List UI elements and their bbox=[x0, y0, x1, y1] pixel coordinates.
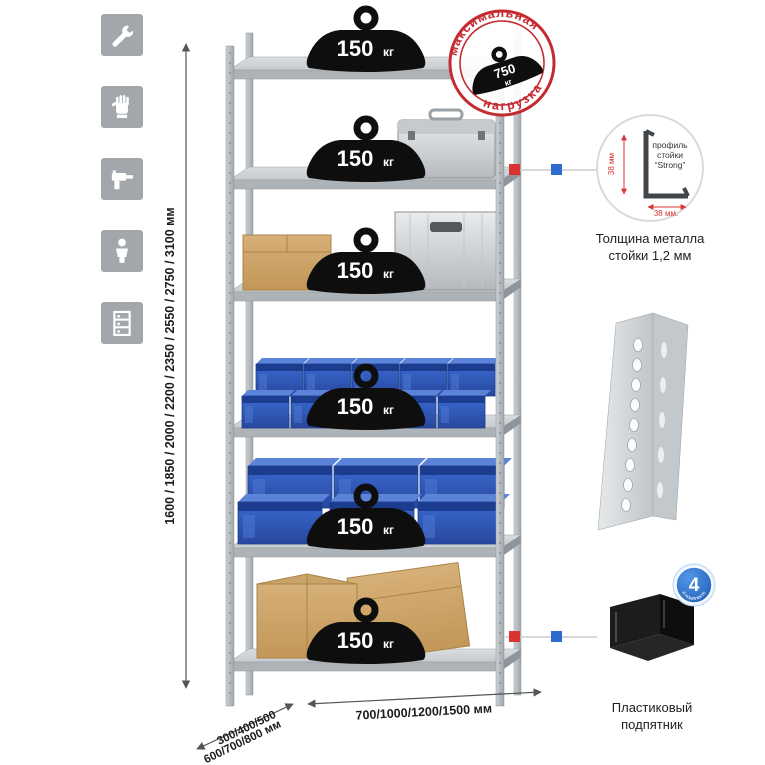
badge-number: 4 bbox=[689, 575, 700, 596]
shelf-load-unit: кг bbox=[383, 637, 394, 651]
foot-callout-line bbox=[505, 631, 597, 642]
badge-caption: в комплекте bbox=[680, 590, 707, 602]
shelf-load-weight: 150 кг bbox=[306, 597, 426, 664]
angle-post-image bbox=[597, 312, 689, 531]
shelf-load-unit: кг bbox=[383, 45, 394, 59]
drill-icon bbox=[101, 158, 143, 200]
height-dimension: 1600 / 1850 / 2000 / 2200 / 2350 / 2550 … bbox=[163, 43, 191, 689]
shelf-load-unit: кг bbox=[383, 155, 394, 169]
wrench-icon bbox=[101, 14, 143, 56]
rack-front-right-post bbox=[495, 45, 505, 707]
shelf-load-value: 150 bbox=[337, 146, 374, 171]
red-marker-square bbox=[509, 631, 520, 642]
shelf-load-unit: кг bbox=[383, 523, 394, 537]
blue-marker-square bbox=[551, 164, 562, 175]
rack-back-left-post bbox=[245, 32, 254, 696]
height-dimension-label: 1600 / 1850 / 2000 / 2200 / 2350 / 2550 … bbox=[163, 207, 177, 524]
shelf-load-value: 150 bbox=[337, 258, 374, 283]
shelving-icon bbox=[101, 302, 143, 344]
stamp-load-value: 750 bbox=[492, 61, 517, 82]
shelf-load-value: 150 bbox=[337, 514, 374, 539]
shelf-load-weight: 150 кг bbox=[306, 115, 426, 182]
blue-marker-square bbox=[551, 631, 562, 642]
profile-label-3: “Strong” bbox=[655, 160, 686, 170]
profile-caption-2: стойки 1,2 мм bbox=[609, 248, 692, 263]
foot-caption-2: подпятник bbox=[621, 717, 683, 732]
foot-caption-1: Пластиковый bbox=[612, 700, 692, 715]
shelf-load-weight: 150 кг bbox=[306, 483, 426, 550]
person-icon bbox=[101, 230, 143, 272]
shelf-load-value: 150 bbox=[337, 36, 374, 61]
shelf-load-weight: 150 кг bbox=[306, 5, 426, 72]
rack-back-right-post bbox=[513, 32, 522, 696]
profile-horizontal-dim: 38 мм. bbox=[654, 209, 678, 218]
plastic-foot-image bbox=[610, 594, 694, 661]
svg-text:в комплекте: в комплекте bbox=[680, 590, 707, 602]
gloves-icon bbox=[101, 86, 143, 128]
profile-label-2: стойки bbox=[657, 150, 683, 160]
shelf-load-unit: кг bbox=[383, 403, 394, 417]
width-dimension: 700/1000/1200/1500 мм bbox=[307, 688, 542, 723]
profile-label-1: профиль bbox=[652, 140, 688, 150]
profile-caption-1: Толщина металла bbox=[596, 231, 705, 246]
stamp-load-unit: кг bbox=[503, 77, 513, 88]
shelf-load-weight: 150 кг bbox=[306, 227, 426, 294]
rack-front-left-post bbox=[225, 45, 235, 707]
shelf-load-value: 150 bbox=[337, 628, 374, 653]
depth-dimension: 300/400/500 600/700/800 мм bbox=[196, 703, 294, 765]
post-profile-detail: 38 мм 38 мм. профиль стойки “Strong” Тол… bbox=[596, 114, 705, 263]
included-count-badge: 4 в комплекте bbox=[672, 563, 716, 607]
red-marker-square bbox=[509, 164, 520, 175]
width-dimension-label: 700/1000/1200/1500 мм bbox=[355, 701, 492, 722]
shelf-load-value: 150 bbox=[337, 394, 374, 419]
profile-callout-line bbox=[505, 164, 597, 175]
shelf-load-weight: 150 кг bbox=[306, 363, 426, 430]
profile-vertical-dim: 38 мм bbox=[607, 153, 616, 175]
shelf-load-unit: кг bbox=[383, 267, 394, 281]
